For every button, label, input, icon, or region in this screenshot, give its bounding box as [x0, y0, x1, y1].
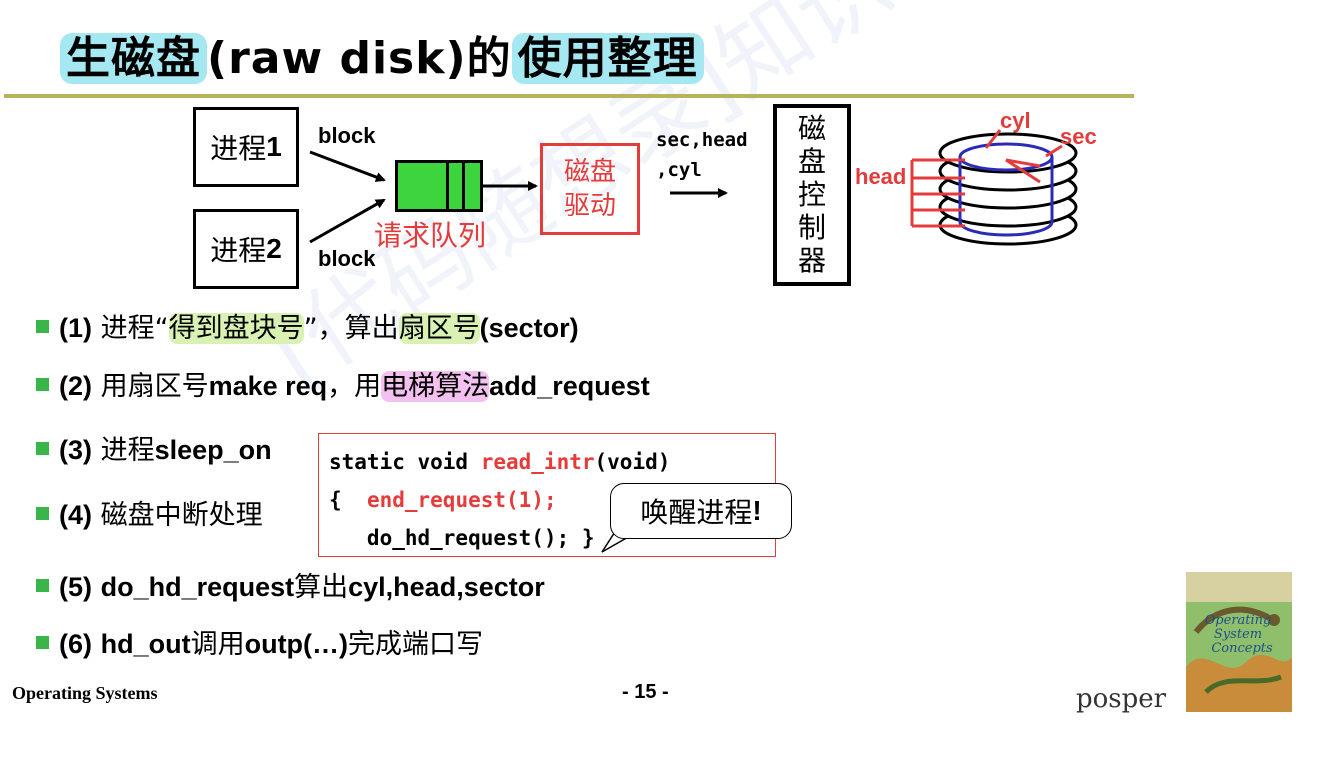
process-1-num: 1 — [266, 131, 282, 162]
bullet-highlight: 扇区号 — [398, 313, 480, 344]
book-title-line-1: Operating — [1205, 613, 1272, 628]
queue-slot-divider — [446, 163, 449, 209]
bullet-text: 磁盘中断处理 — [100, 500, 263, 531]
bullet-text: 进程 — [100, 435, 155, 466]
bullet-bold: add_request — [489, 371, 650, 401]
bullet-item-5: (5) do_hd_request算出cyl,head,sector — [36, 565, 545, 604]
bullet-text: ，用 — [327, 371, 382, 402]
bullet-item-1: (1) 进程“得到盘块号”，算出扇区号(sector) — [36, 306, 579, 345]
controller-char: 器 — [797, 244, 826, 277]
params-line-2: ,cyl — [656, 159, 702, 181]
arrow-proc2-to-queue — [309, 198, 386, 244]
title-part-4: 使用整理 — [511, 33, 704, 84]
bullet-num: (5) — [59, 572, 92, 602]
bullet-num: (3) — [59, 435, 92, 465]
title-divider — [4, 94, 1134, 98]
code-token: { — [329, 488, 367, 512]
slide-title: 生磁盘(raw disk)的使用整理 — [60, 22, 704, 86]
title-part-1: 生磁盘 — [60, 33, 207, 84]
disk-red-marks — [910, 129, 1063, 228]
bullet-num: (6) — [59, 629, 92, 659]
bullet-text: 进程“ — [100, 313, 169, 344]
process-2-num: 2 — [266, 233, 282, 264]
bullet-bold: hd_out — [100, 629, 191, 659]
disk-cyl-label: cyl — [1000, 108, 1031, 133]
bullet-highlight: 得到盘块号 — [168, 313, 304, 344]
bullet-item-6: (6) hd_out调用outp(…)完成端口写 — [36, 622, 483, 661]
controller-char: 盘 — [797, 145, 826, 178]
bullet-square-icon — [36, 320, 49, 333]
disk-sec-label: sec — [1060, 124, 1097, 149]
disk-controller-box: 磁 盘 控 制 器 — [773, 104, 851, 286]
code-token: static void — [329, 450, 481, 474]
disk-head-label: head — [855, 164, 907, 189]
disk-illustration — [938, 132, 1078, 246]
footer-author: posper — [1076, 684, 1167, 714]
footer-course-name: Operating Systems — [12, 683, 158, 703]
bullet-text: 算出 — [294, 572, 349, 603]
block-label-bottom: block — [318, 246, 376, 271]
bullet-item-2: (2) 用扇区号make req，用电梯算法add_request — [36, 364, 650, 403]
bullet-bold: sleep_on — [154, 435, 272, 465]
controller-char: 磁 — [797, 112, 826, 145]
bullet-text: 调用 — [190, 629, 245, 660]
bullet-square-icon — [36, 579, 49, 592]
callout-text: 唤醒进程 — [640, 496, 753, 529]
bullet-item-4: (4) 磁盘中断处理 — [36, 493, 263, 532]
driver-line-1: 磁盘 — [563, 157, 616, 187]
bullet-square-icon — [36, 507, 49, 520]
book-cover-image: Operating System Concepts — [1186, 572, 1292, 712]
bullet-bold: do_hd_request — [100, 572, 295, 602]
request-queue — [395, 160, 483, 212]
code-token-fn: read_intr — [480, 450, 595, 474]
code-token-fn: end_request(1); — [366, 488, 557, 512]
title-part-2: (raw disk) — [207, 33, 467, 84]
controller-char: 制 — [797, 211, 826, 244]
code-token: (void) — [594, 450, 671, 474]
bullet-bold: cyl,head,sector — [348, 572, 545, 602]
block-label-top: block — [318, 123, 376, 148]
bullet-highlight: 电梯算法 — [381, 371, 490, 402]
wakeup-callout: 唤醒进程! — [610, 483, 792, 539]
bullet-item-3: (3) 进程sleep_on — [36, 428, 272, 467]
disk-driver-box: 磁盘 驱动 — [540, 143, 640, 235]
bullet-num: (4) — [59, 500, 92, 530]
process-1-text: 进程 — [210, 132, 267, 165]
bullet-square-icon — [36, 378, 49, 391]
bullet-bold: outp(…) — [244, 629, 349, 659]
process-2-text: 进程 — [210, 234, 267, 267]
driver-line-2: 驱动 — [563, 191, 616, 221]
code-line-1: static void read_intr(void) — [329, 450, 670, 474]
callout-mark: ! — [752, 495, 762, 526]
bullet-num: (1) — [59, 313, 92, 343]
params-line-1: sec,head — [656, 129, 748, 151]
controller-char: 控 — [797, 178, 826, 211]
bullet-square-icon — [36, 442, 49, 455]
code-line-2: { end_request(1); — [329, 488, 557, 512]
book-title-line-2: System — [1214, 627, 1262, 642]
title-part-3: 的 — [466, 33, 512, 84]
bullet-text: 用扇区号 — [100, 371, 209, 402]
bullet-text: ”，算出 — [303, 313, 399, 344]
bullet-bold: (sector) — [479, 313, 579, 343]
bullet-bold: make req — [208, 371, 328, 401]
bullet-square-icon — [36, 636, 49, 649]
request-queue-label: 请求队列 — [374, 219, 487, 252]
arrow-proc1-to-queue — [309, 150, 386, 182]
book-title-line-3: Concepts — [1211, 641, 1273, 656]
bullet-text: 完成端口写 — [348, 629, 484, 660]
queue-slot-divider — [462, 163, 465, 209]
footer-page-number: - 15 - — [622, 681, 669, 703]
code-line-3: do_hd_request(); } — [329, 526, 595, 550]
bullet-num: (2) — [59, 371, 92, 401]
